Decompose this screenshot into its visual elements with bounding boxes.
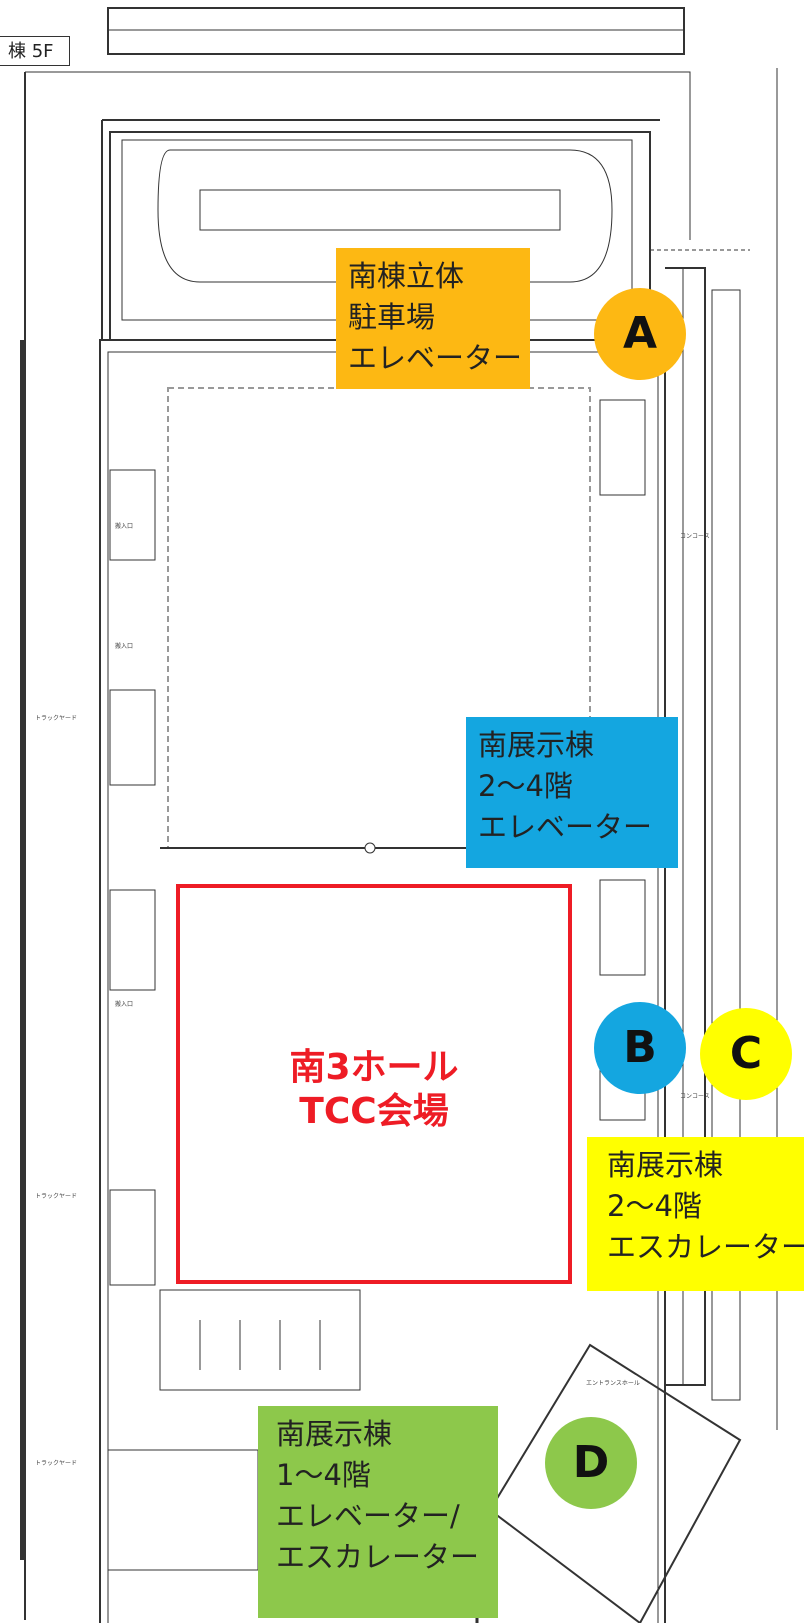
callout-a-line: 駐車場 <box>348 300 436 334</box>
callout-c-line: 南展示棟 <box>607 1148 724 1182</box>
callout-c-line: エスカレーター <box>607 1230 804 1264</box>
marker-b: B <box>594 1002 686 1094</box>
callout-d-line: 南展示棟 <box>276 1417 393 1451</box>
callout-a-line: エレベーター <box>348 341 523 375</box>
callout-d-line: エスカレーター <box>276 1540 480 1574</box>
marker-d: D <box>545 1417 637 1509</box>
marker-a: A <box>594 288 686 380</box>
entrance-label-1: 搬入口 <box>115 522 133 530</box>
north-perimeter-line <box>25 71 691 240</box>
entrance-hall-outline <box>488 1343 742 1623</box>
concourse-label-2: コンコース <box>680 1093 710 1100</box>
callout-c-label: 南展示棟 2〜4階 エスカレーター <box>587 1137 804 1291</box>
truck-yard-label-1: トラックヤード <box>35 715 77 722</box>
callout-d-line: エレベーター/ <box>276 1499 460 1533</box>
venue-hall-name: 南3ホール <box>289 1047 459 1088</box>
callout-b-line: 南展示棟 <box>478 728 595 762</box>
callout-b-line: エレベーター <box>478 810 653 844</box>
callout-b-label: 南展示棟 2〜4階 エレベーター <box>466 717 678 868</box>
callout-b-line: 2〜4階 <box>478 769 573 803</box>
tcc-venue-area: 南3ホール TCC会場 <box>176 884 572 1284</box>
callout-c-line: 2〜4階 <box>607 1189 702 1223</box>
truck-yard-label-2: トラックヤード <box>35 1193 77 1200</box>
callout-d-line: 1〜4階 <box>276 1458 371 1492</box>
marker-c: C <box>700 1008 792 1100</box>
concourse-label-1: コンコース <box>680 533 710 540</box>
callout-a-label: 南棟立体 駐車場 エレベーター <box>336 248 530 389</box>
entrance-label-2: 搬入口 <box>115 642 133 650</box>
truck-yard-label-3: トラックヤード <box>35 1460 77 1467</box>
callout-d-label: 南展示棟 1〜4階 エレベーター/ エスカレーター <box>258 1406 498 1618</box>
venue-name: TCC会場 <box>299 1091 449 1132</box>
floor-label: 棟 5F <box>0 36 70 66</box>
top-strip-outline <box>107 7 685 55</box>
callout-a-line: 南棟立体 <box>348 259 465 293</box>
entrance-hall-label: エントランスホール <box>586 1380 640 1387</box>
entrance-label-3: 搬入口 <box>115 1000 133 1008</box>
